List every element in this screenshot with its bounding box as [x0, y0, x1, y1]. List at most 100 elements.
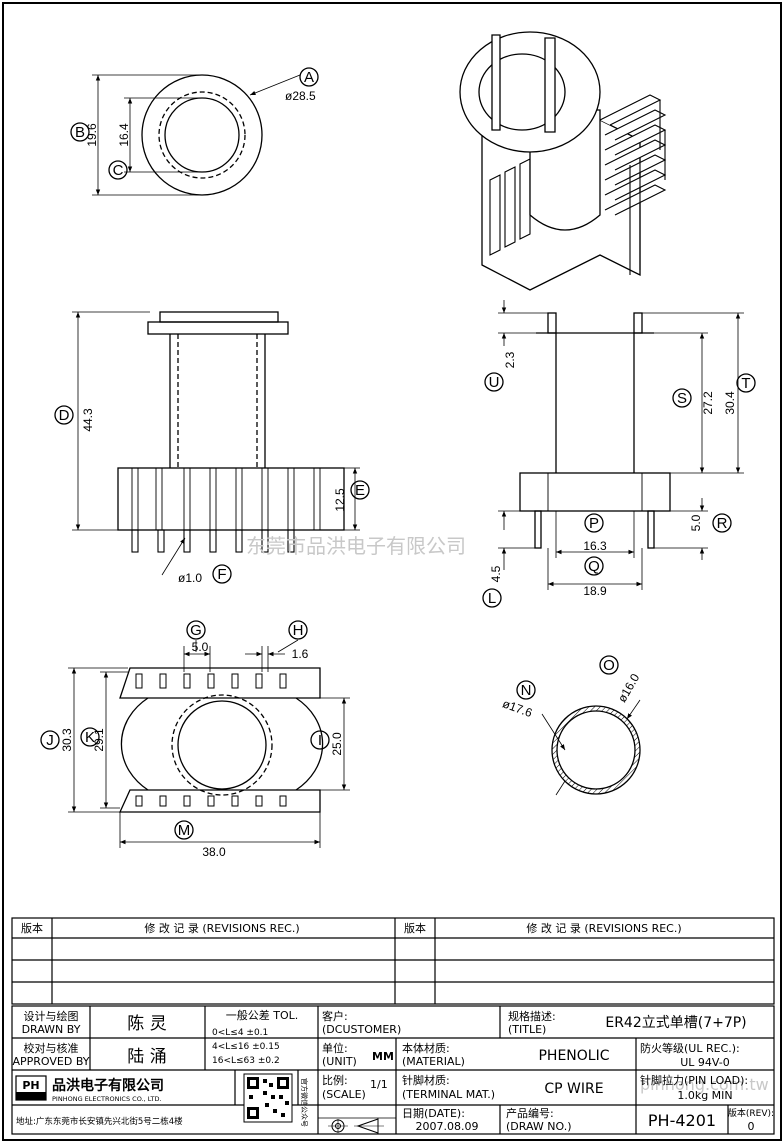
qr-caption: 官方微信公众号 [300, 1078, 309, 1127]
terminal-mat-value: CP WIRE [544, 1081, 603, 1097]
label-c: C [113, 162, 124, 179]
material-cn: 本体材质: [402, 1041, 450, 1055]
front-view [54, 311, 370, 584]
watermark: 东莞市品洪电子有限公司 [246, 534, 466, 558]
label-m: M [178, 822, 191, 839]
label-t: T [741, 375, 750, 392]
dim-16-3: 16.3 [583, 539, 607, 553]
label-j: J [46, 732, 54, 749]
label-k: K [85, 729, 95, 746]
pin-load-value: 1.0kg MIN [677, 1089, 732, 1102]
drawn-by-name: 陈 灵 [127, 1014, 166, 1034]
pin-load-cn: 针脚拉力(PIN LOAD): [640, 1073, 748, 1087]
label-b: B [75, 124, 85, 141]
title-en: (TITLE) [508, 1023, 546, 1036]
tolerance-title: 一般公差 TOL. [226, 1008, 299, 1022]
approved-by-name: 陆 涌 [127, 1047, 166, 1067]
label-r: R [717, 515, 728, 532]
dim-5-0: 5.0 [689, 514, 703, 531]
date-cn: 日期(DATE): [402, 1107, 465, 1120]
dim-27-2: 27.2 [701, 391, 715, 415]
side-view [482, 300, 756, 608]
dim-18-9: 18.9 [583, 584, 607, 598]
top-view [70, 67, 319, 196]
bottom-view [40, 620, 350, 848]
label-l: L [488, 590, 496, 607]
bore-circle [164, 97, 240, 173]
label-p: P [589, 515, 599, 532]
approved-by-cn: 校对与核准 [24, 1041, 79, 1055]
tolerance-row-2: 4<L≤16 ±0.15 [212, 1042, 280, 1052]
label-u: U [489, 374, 500, 391]
scale-en: (SCALE) [322, 1088, 366, 1101]
terminal-mat-en: (TERMINAL MAT.) [402, 1088, 495, 1101]
dim-16-0: ø16.0 [615, 671, 643, 705]
label-h: H [293, 622, 304, 639]
dim-12-5: 12.5 [333, 488, 347, 512]
rev-col-no-right: 版本 [404, 921, 426, 935]
unit-en: (UNIT) [322, 1055, 357, 1068]
dim-29-1: 29.1 [92, 728, 106, 752]
dim-pin-1-0: ø1.0 [178, 571, 202, 585]
draw-no-cn: 产品编号: [506, 1106, 554, 1120]
material-en: (MATERIAL) [402, 1055, 465, 1068]
isometric-view [459, 31, 667, 291]
label-g: G [190, 622, 202, 639]
dim-30-4: 30.4 [723, 391, 737, 415]
date-value: 2007.08.09 [416, 1120, 479, 1133]
unit-value: MM [372, 1050, 394, 1063]
qr-code [243, 1073, 293, 1123]
ring-section [516, 655, 641, 796]
label-a: A [304, 69, 314, 86]
label-o: O [603, 657, 615, 674]
dim-25-0: 25.0 [330, 732, 344, 756]
title-cn: 规格描述: [508, 1009, 556, 1023]
dim-2-3: 2.3 [503, 351, 517, 368]
rev-cn: 版本(REV): [728, 1107, 774, 1119]
flange-circle [141, 74, 263, 196]
company-name-cn: 品洪电子有限公司 [52, 1077, 164, 1094]
rev-col-no-left: 版本 [21, 921, 43, 935]
dim-17-6: ø17.6 [501, 696, 535, 720]
company-address: 地址:广东东莞市长安镇先兴北街5号二栋4楼 [16, 1116, 183, 1127]
scale-value: 1/1 [370, 1078, 388, 1091]
company-name-en: PINHONG ELECTRONICS CO., LTD. [52, 1095, 162, 1103]
customer-en: (DCUSTOMER) [322, 1023, 401, 1036]
dim-4-5: 4.5 [489, 565, 503, 582]
label-s: S [677, 390, 687, 407]
company-logo-text: PH [22, 1079, 39, 1092]
label-n: N [521, 682, 532, 699]
material-value: PHENOLIC [538, 1048, 609, 1064]
draw-no-en: (DRAW NO.) [506, 1120, 571, 1133]
customer-cn: 客户: [322, 1009, 348, 1023]
terminal-mat-cn: 针脚材质: [402, 1073, 450, 1087]
drawn-by-cn: 设计与绘图 [24, 1009, 79, 1023]
dim-44-3: 44.3 [81, 408, 95, 432]
label-i: I [318, 732, 322, 749]
title-value: ER42立式单槽(7+7P) [605, 1015, 746, 1031]
watermark-right: pinhong.com.tw [640, 1075, 769, 1094]
label-f: F [217, 566, 226, 583]
scale-cn: 比例: [322, 1073, 348, 1087]
hidden-circle [158, 91, 246, 179]
draw-no-value: PH-4201 [648, 1111, 716, 1130]
revisions-table [11, 917, 775, 1005]
ul-rec-cn: 防火等级(UL REC.): [640, 1041, 740, 1055]
dim-1-6: 1.6 [292, 647, 309, 661]
drawn-by-en: DRAWN BY [22, 1023, 81, 1036]
title-block [11, 1005, 775, 1135]
projection-symbol-icon [328, 1118, 384, 1134]
unit-cn: 单位: [322, 1041, 348, 1055]
dim-19-6: 19.6 [85, 123, 99, 147]
dim-28-5: ø28.5 [285, 89, 316, 103]
ul-rec-value: UL 94V-0 [680, 1056, 730, 1069]
dim-38-0: 38.0 [202, 845, 226, 859]
label-e: E [355, 482, 365, 499]
rev-col-rec-left: 修 改 记 录 (REVISIONS REC.) [144, 921, 299, 935]
label-q: Q [588, 558, 600, 575]
approved-by-en: APPROVED BY [12, 1055, 89, 1068]
tolerance-row-1: 0<L≤4 ±0.1 [212, 1028, 268, 1038]
